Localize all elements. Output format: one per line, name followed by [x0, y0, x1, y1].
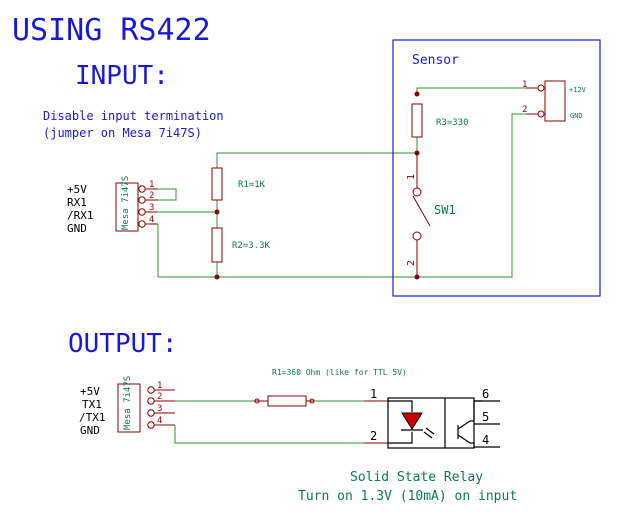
sw1-label: SW1 — [434, 203, 456, 217]
input-pin-1: 1 — [149, 180, 154, 190]
sensor-conn-pin-1: 1 — [522, 80, 527, 90]
output-label-gnd: GND — [80, 424, 100, 437]
input-label-gnd: GND — [67, 222, 87, 235]
sensor-12v-label: +12V — [569, 86, 587, 94]
output-label-ntx1: /TX1 — [79, 411, 106, 424]
input-wires — [157, 87, 526, 278]
r3-label: R3=330 — [436, 118, 469, 128]
relay-pin-4: 4 — [482, 433, 489, 447]
resistor-r2 — [211, 227, 223, 263]
input-pin-3: 3 — [149, 203, 154, 213]
resistor-r1 — [211, 167, 223, 201]
sw-pin-1: 1 — [406, 174, 417, 180]
junction-dot — [214, 274, 220, 280]
sensor-conn-pin-2: 2 — [522, 105, 527, 115]
r2-label: R2=3.3K — [232, 241, 271, 251]
output-connector: Mesa 7i47S — [117, 376, 175, 433]
input-label-nrx1: /RX1 — [67, 209, 94, 222]
output-label-tx1: TX1 — [82, 398, 102, 411]
sensor-box — [392, 39, 601, 297]
output-pin-2: 2 — [157, 392, 162, 402]
sensor-connector — [526, 80, 566, 122]
output-pin-3: 3 — [157, 404, 162, 414]
relay-pin-2: 2 — [370, 429, 377, 443]
resistor-r3 — [411, 103, 423, 138]
sw-pin-2: 2 — [406, 260, 417, 266]
output-resistor-label: R1=360 Ohm (like for TTL 5V) — [272, 368, 407, 377]
sensor-title: Sensor — [412, 53, 459, 68]
input-heading: INPUT: — [75, 61, 169, 91]
output-pin-4: 4 — [157, 416, 162, 426]
input-connector: Mesa 7i47S — [115, 176, 158, 232]
sensor-gnd-label: GND — [570, 112, 583, 120]
input-label-rx1: RX1 — [67, 196, 87, 209]
output-wires — [174, 400, 364, 444]
relay-pin-5: 5 — [482, 410, 489, 424]
relay-pin-1: 1 — [370, 387, 377, 401]
output-label-5v: +5V — [80, 385, 100, 398]
r1-label: R1=1K — [238, 180, 266, 190]
input-pin-2: 2 — [149, 191, 154, 201]
input-note-line1: Disable input termination — [43, 109, 224, 123]
page-title: USING RS422 — [12, 13, 211, 48]
input-pin-4: 4 — [149, 215, 154, 225]
relay-caption-line1: Solid State Relay — [350, 470, 483, 485]
input-note-line2: (jumper on Mesa 7i47S) — [43, 126, 202, 140]
relay-caption-line2: Turn on 1.3V (10mA) on input — [298, 489, 517, 504]
relay-pin-6: 6 — [482, 387, 489, 401]
input-label-5v: +5V — [67, 183, 87, 196]
output-heading: OUTPUT: — [68, 329, 178, 359]
output-resistor — [254, 395, 315, 407]
switch-sw1 — [412, 153, 431, 277]
junction-dot — [414, 91, 420, 97]
solid-state-relay — [364, 397, 500, 449]
output-connector-label: Mesa 7i47S — [123, 376, 133, 430]
input-connector-label: Mesa 7i47S — [121, 176, 131, 230]
output-pin-1: 1 — [157, 381, 162, 391]
junction-dot — [214, 209, 220, 215]
